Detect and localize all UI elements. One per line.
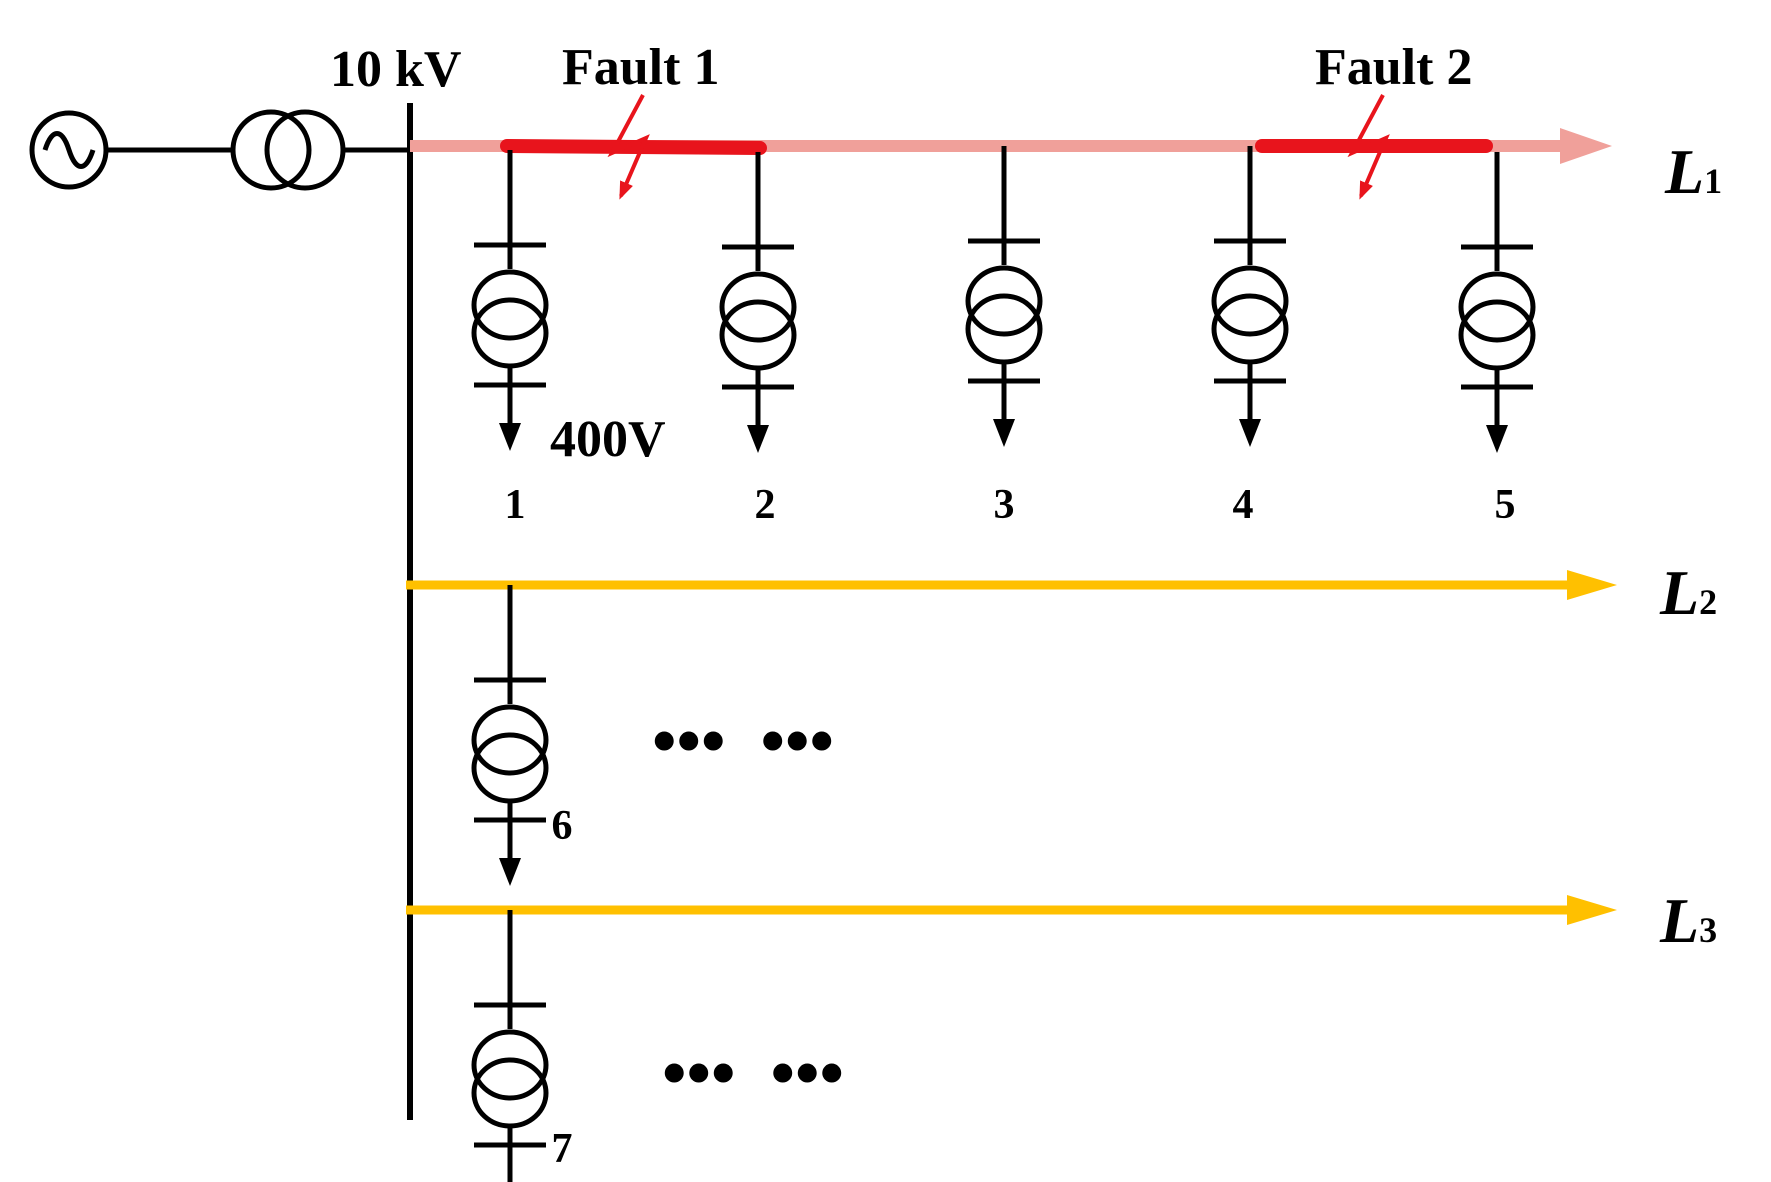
load-arrow-icon bbox=[499, 858, 521, 886]
load-arrow-icon bbox=[993, 419, 1015, 447]
distribution-transformer-7 bbox=[471, 910, 549, 1182]
ellipsis-l2: ••• ••• bbox=[652, 703, 834, 780]
fault-1-segment bbox=[500, 139, 767, 155]
distribution-transformer-6 bbox=[471, 585, 549, 886]
transformer-icon bbox=[471, 1029, 549, 1129]
load-arrow-icon bbox=[1486, 425, 1508, 453]
node-label-6: 6 bbox=[552, 803, 573, 849]
transformer-icon bbox=[719, 271, 797, 371]
fault-2-lightning-icon bbox=[1347, 94, 1390, 200]
transformer-icon bbox=[471, 704, 549, 804]
node-label-1: 1 bbox=[505, 482, 526, 528]
main-transformer-icon bbox=[230, 109, 346, 191]
distribution-transformer-1 bbox=[471, 150, 549, 451]
ellipsis-l3: ••• ••• bbox=[662, 1035, 844, 1112]
transformer-icon bbox=[471, 269, 549, 369]
feeder-l2-label: L2 bbox=[1659, 557, 1717, 628]
load-arrow-icon bbox=[747, 425, 769, 453]
load-arrow-icon bbox=[499, 423, 521, 451]
bus-voltage-label: 10 kV bbox=[330, 41, 461, 98]
feeder-l1-label: L1 bbox=[1664, 136, 1722, 207]
low-voltage-label: 400V bbox=[550, 411, 666, 468]
fault-1-lightning-icon bbox=[607, 94, 650, 200]
feeder-l3-line bbox=[406, 895, 1617, 925]
node-label-4: 4 bbox=[1233, 482, 1254, 528]
fault-1-label: Fault 1 bbox=[562, 39, 719, 96]
ac-source-icon bbox=[29, 110, 109, 190]
transformer-icon bbox=[965, 265, 1043, 365]
distribution-transformers bbox=[471, 146, 1536, 1182]
load-arrow-icon bbox=[1239, 419, 1261, 447]
node-label-3: 3 bbox=[994, 482, 1015, 528]
distribution-transformer-2 bbox=[719, 152, 797, 453]
distribution-transformer-5 bbox=[1458, 152, 1536, 453]
node-label-7: 7 bbox=[552, 1126, 573, 1172]
feeder-l3-label: L3 bbox=[1659, 885, 1717, 956]
transformer-icon bbox=[1458, 271, 1536, 371]
transformer-icon bbox=[1211, 265, 1289, 365]
distribution-transformer-4 bbox=[1211, 146, 1289, 447]
node-label-2: 2 bbox=[755, 482, 776, 528]
node-label-5: 5 bbox=[1495, 482, 1516, 528]
feeder-l2-line bbox=[406, 570, 1617, 600]
fault-2-label: Fault 2 bbox=[1315, 39, 1472, 96]
distribution-transformer-3 bbox=[965, 146, 1043, 447]
